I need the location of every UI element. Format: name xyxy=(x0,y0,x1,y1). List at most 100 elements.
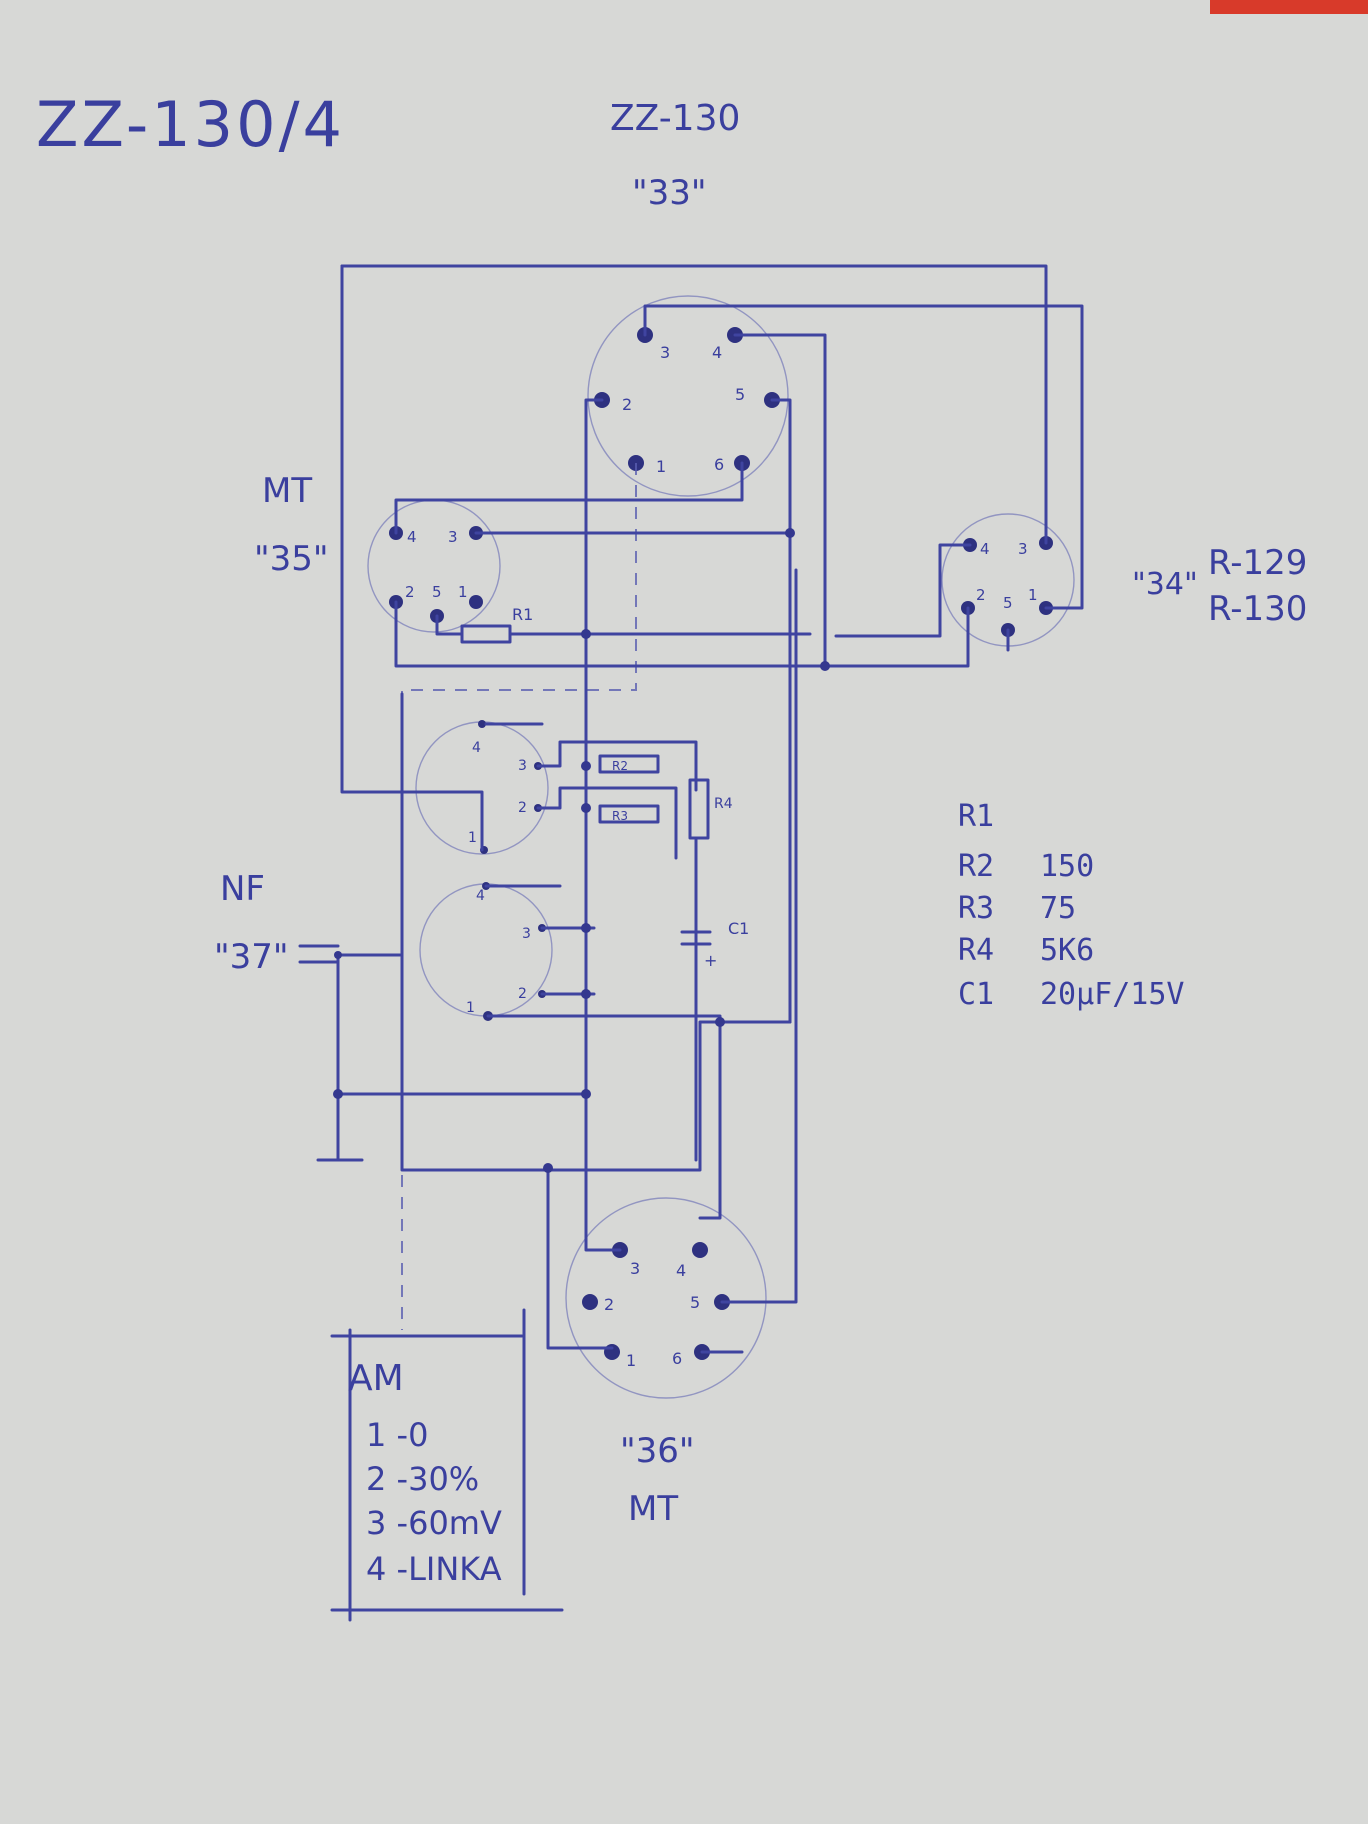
switch-lower-label-3: 3 xyxy=(522,926,531,942)
junction-11 xyxy=(543,1163,553,1173)
parts-ref-r2: R2 xyxy=(958,849,994,884)
connector-36-pin-1 xyxy=(604,1344,620,1360)
wire-r2-network xyxy=(536,740,698,792)
resistor-r2: R2 xyxy=(598,754,660,774)
resistor-r3-label: R3 xyxy=(612,809,628,823)
connector-34-pin-label-2: 2 xyxy=(976,586,986,604)
connector-35-pin-label-3: 3 xyxy=(448,528,458,546)
connector-35-pin-label-2: 2 xyxy=(405,583,415,601)
resistor-r3: R3 xyxy=(598,804,660,824)
connector-34-pin-label-4: 4 xyxy=(980,540,990,558)
resistor-r1-label: R1 xyxy=(512,605,533,624)
resistor-r2-label: R2 xyxy=(612,759,628,773)
connector-34-name-2: R-130 xyxy=(1208,589,1307,629)
resistor-r1-body xyxy=(460,624,512,644)
jack-nf-symbol xyxy=(298,944,340,964)
switch-upper-label-4: 4 xyxy=(472,740,481,756)
connector-36-pin-label-5: 5 xyxy=(690,1293,700,1312)
connector-35: MT "35" 4 3 2 5 1 xyxy=(254,471,501,633)
jack-nf-code: "37" xyxy=(214,937,289,977)
connector-33-pin-label-6: 6 xyxy=(714,455,724,474)
connector-36-code: "36" xyxy=(620,1431,695,1471)
connector-36-pin-4 xyxy=(692,1242,708,1258)
connector-33-pin-label-3: 3 xyxy=(660,343,670,362)
connector-34-pin-label-1: 1 xyxy=(1028,586,1038,604)
switch-lower-label-1: 1 xyxy=(466,1000,475,1016)
connector-36-pin-label-4: 4 xyxy=(676,1261,686,1280)
wire-36-1 xyxy=(546,1166,614,1350)
wire-central-bus xyxy=(584,498,622,1252)
wire-35-5-r1 xyxy=(435,614,464,636)
connector-34-code: "34" xyxy=(1132,567,1198,602)
connector-36-pin-label-3: 3 xyxy=(630,1259,640,1278)
connector-36-name: MT xyxy=(628,1489,678,1529)
wire-33-5-down xyxy=(770,398,792,1024)
resistor-r1: R1 xyxy=(460,605,533,644)
mode-row-1: 1 -0 xyxy=(366,1416,428,1454)
resistor-r3-body xyxy=(598,804,660,824)
wire-33-4-down xyxy=(733,333,827,666)
connector-35-pin-label-4: 4 xyxy=(407,528,417,546)
connector-33-pin-label-4: 4 xyxy=(712,343,722,362)
switch-lower-label-4: 4 xyxy=(476,888,485,904)
connector-33-outline xyxy=(587,295,789,497)
wire-left-vertical xyxy=(340,264,484,852)
resistor-r4: R4 xyxy=(688,778,733,840)
wire-36-5 xyxy=(720,568,798,1304)
switch-upper-label-3: 3 xyxy=(518,758,527,774)
connector-36-pin-2 xyxy=(582,1294,598,1310)
mode-row-2: 2 -30% xyxy=(366,1460,479,1498)
wire-33-3-to-34-1 xyxy=(643,304,1084,610)
junction-7 xyxy=(581,989,591,999)
connector-33-pin-label-5: 5 xyxy=(735,385,745,404)
jack-nf: NF "37" xyxy=(214,869,340,977)
mode-row-3: 3 -60mV xyxy=(366,1504,502,1542)
connector-35-name: MT xyxy=(262,471,312,511)
connector-35-code: "35" xyxy=(254,539,329,579)
capacitor-c1: C1 + xyxy=(680,919,749,970)
mode-table: AM 1 -0 2 -30% 3 -60mV 4 -LINKA xyxy=(330,1308,564,1622)
switch-upper-label-2: 2 xyxy=(518,800,527,816)
wire-33-2-down xyxy=(584,398,604,702)
connector-33-pin-label-2: 2 xyxy=(622,395,632,414)
parts-value-c1: 20μF/15V xyxy=(1040,977,1185,1012)
connector-35-pin-1 xyxy=(469,595,483,609)
wire-35-2-to-34-2 xyxy=(394,600,970,668)
mode-row-4: 4 -LINKA xyxy=(366,1550,502,1588)
wire-inner-frame xyxy=(400,692,792,1172)
junction-8 xyxy=(581,1089,591,1099)
parts-value-r4: 5K6 xyxy=(1040,933,1094,968)
junction-5 xyxy=(581,803,591,813)
jack-nf-name: NF xyxy=(220,869,265,909)
switch-upper-contact-4 xyxy=(478,720,486,728)
wire-nf-ground xyxy=(336,953,588,1096)
connector-33-name: ZZ-130 xyxy=(610,98,740,139)
junction-12 xyxy=(334,951,342,959)
connector-34: "34" R-129 R-130 4 3 2 5 1 xyxy=(941,513,1307,647)
wire-33-6-to-35-4 xyxy=(394,461,744,535)
parts-ref-r1: R1 xyxy=(958,799,994,834)
connector-34-pin-label-5: 5 xyxy=(1003,594,1013,612)
parts-value-r2: 150 xyxy=(1040,849,1094,884)
junction-4 xyxy=(581,761,591,771)
connector-36-pin-label-2: 2 xyxy=(604,1295,614,1314)
capacitor-c1-polarity: + xyxy=(704,951,717,970)
connector-33: ZZ-130 "33" 3 4 2 5 1 6 xyxy=(587,98,789,497)
junction-9 xyxy=(715,1017,725,1027)
switch-upper-label-1: 1 xyxy=(468,830,477,846)
parts-value-r3: 75 xyxy=(1040,891,1076,926)
parts-ref-r3: R3 xyxy=(958,891,994,926)
connector-33-code: "33" xyxy=(632,173,707,213)
connector-35-pin-label-1: 1 xyxy=(458,583,468,601)
connector-36: "36" MT 3 4 2 5 1 6 xyxy=(565,1197,767,1529)
connector-33-pin-label-1: 1 xyxy=(656,457,666,476)
resistor-r2-body xyxy=(598,754,660,774)
parts-ref-c1: C1 xyxy=(958,977,994,1012)
red-corner-strip xyxy=(1210,0,1368,14)
capacitor-c1-label: C1 xyxy=(728,919,749,938)
resistor-r4-body xyxy=(688,778,710,840)
wire-r3-network xyxy=(536,786,678,860)
junction-6 xyxy=(581,923,591,933)
connector-36-outline xyxy=(565,1197,767,1399)
